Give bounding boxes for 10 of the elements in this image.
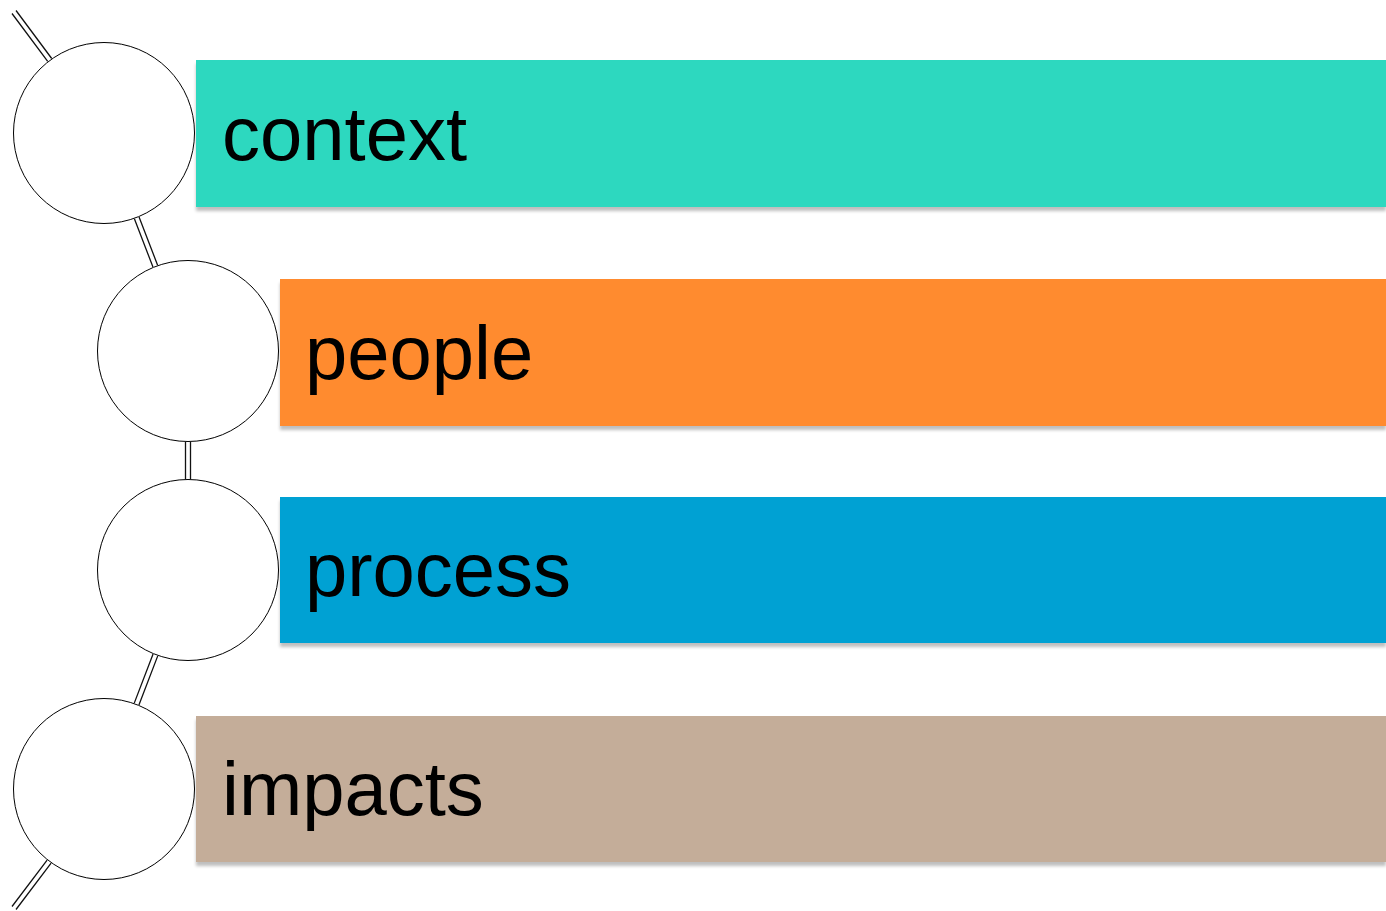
double-line-connector (11, 9, 53, 63)
band (280, 279, 1386, 426)
band (280, 497, 1386, 643)
double-line-connector (184, 441, 192, 480)
double-line-connector (133, 216, 159, 268)
band (196, 60, 1386, 207)
double-line-connector (133, 653, 159, 706)
double-line-connector (11, 859, 52, 911)
band (196, 716, 1386, 862)
band-label: context (222, 95, 468, 172)
